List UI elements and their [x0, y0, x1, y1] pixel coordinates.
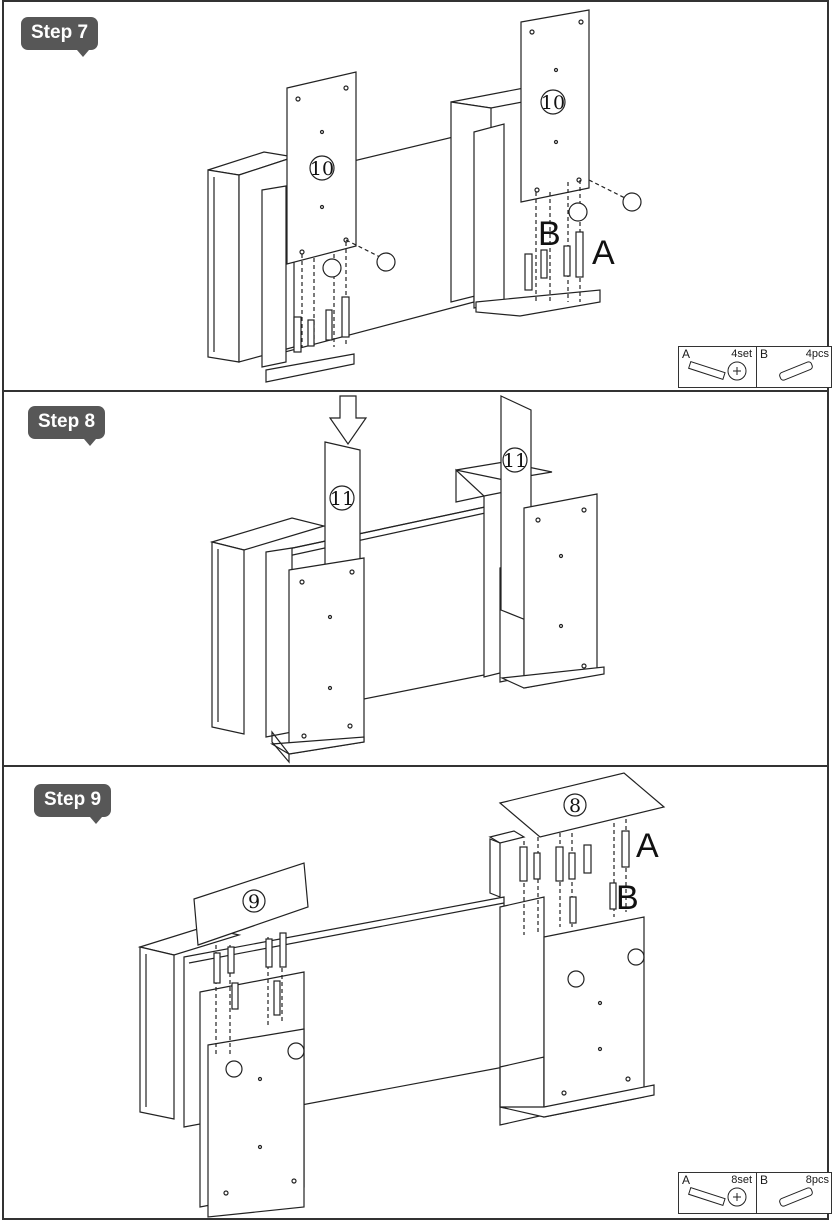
- legend-qty-a: 4set: [731, 348, 752, 360]
- legend-qty-b: 4pcs: [805, 348, 829, 360]
- step-9-panel-number-9: 9: [248, 891, 260, 913]
- step-8-panel: 11 11 Step 8: [2, 390, 829, 767]
- step-9-panel-number-8: 8: [569, 795, 581, 817]
- legend-qty-b: 8pcs: [805, 1174, 829, 1186]
- legend-cell-b: B 8pcs: [757, 1173, 833, 1213]
- legend-letter-a: A: [682, 1173, 691, 1187]
- step-8-illustration: 11 11: [209, 395, 605, 764]
- step-9-title: Step 9: [34, 784, 112, 824]
- step-7-panel-number-right: 10: [541, 92, 565, 114]
- step-9-illustration: 9 8 A B: [137, 772, 666, 1218]
- step-9-parts-legend: A 8set B 8pcs: [678, 1172, 832, 1214]
- step-9-label-b: B: [616, 879, 639, 917]
- legend-cell-a: A 8set: [679, 1173, 757, 1213]
- legend-cell-a: A 4set: [679, 347, 757, 387]
- step-7-label-b: B: [538, 215, 561, 253]
- legend-letter-b: B: [760, 1173, 769, 1187]
- step-8-panel-number-right: 11: [503, 450, 527, 472]
- dowel-icon: [779, 1187, 813, 1207]
- legend-letter-b: B: [760, 347, 769, 361]
- step-7-illustration: 10 10 B A: [207, 9, 642, 383]
- step-7-title: Step 7: [21, 17, 99, 57]
- legend-letter-a: A: [682, 347, 691, 361]
- cam-bolt-icon: [688, 360, 747, 381]
- step-8-panel-number-left: 11: [330, 488, 354, 510]
- dowel-icon: [779, 361, 813, 381]
- step-7-panel-number-left: 10: [310, 158, 334, 180]
- step-7-panel: 10 10 B A Step 7 A 4set B 4pcs: [2, 0, 832, 392]
- step-8-title: Step 8: [28, 406, 106, 446]
- cam-bolt-icon: [688, 1186, 747, 1207]
- step-9-label-a: A: [636, 827, 659, 865]
- legend-cell-b: B 4pcs: [757, 347, 833, 387]
- step-7-parts-legend: A 4set B 4pcs: [678, 346, 832, 388]
- step-7-label-a: A: [592, 234, 615, 272]
- legend-qty-a: 8set: [731, 1174, 752, 1186]
- step-9-panel: 9 8 A B Step 9 A 8set B 8pcs: [2, 765, 832, 1220]
